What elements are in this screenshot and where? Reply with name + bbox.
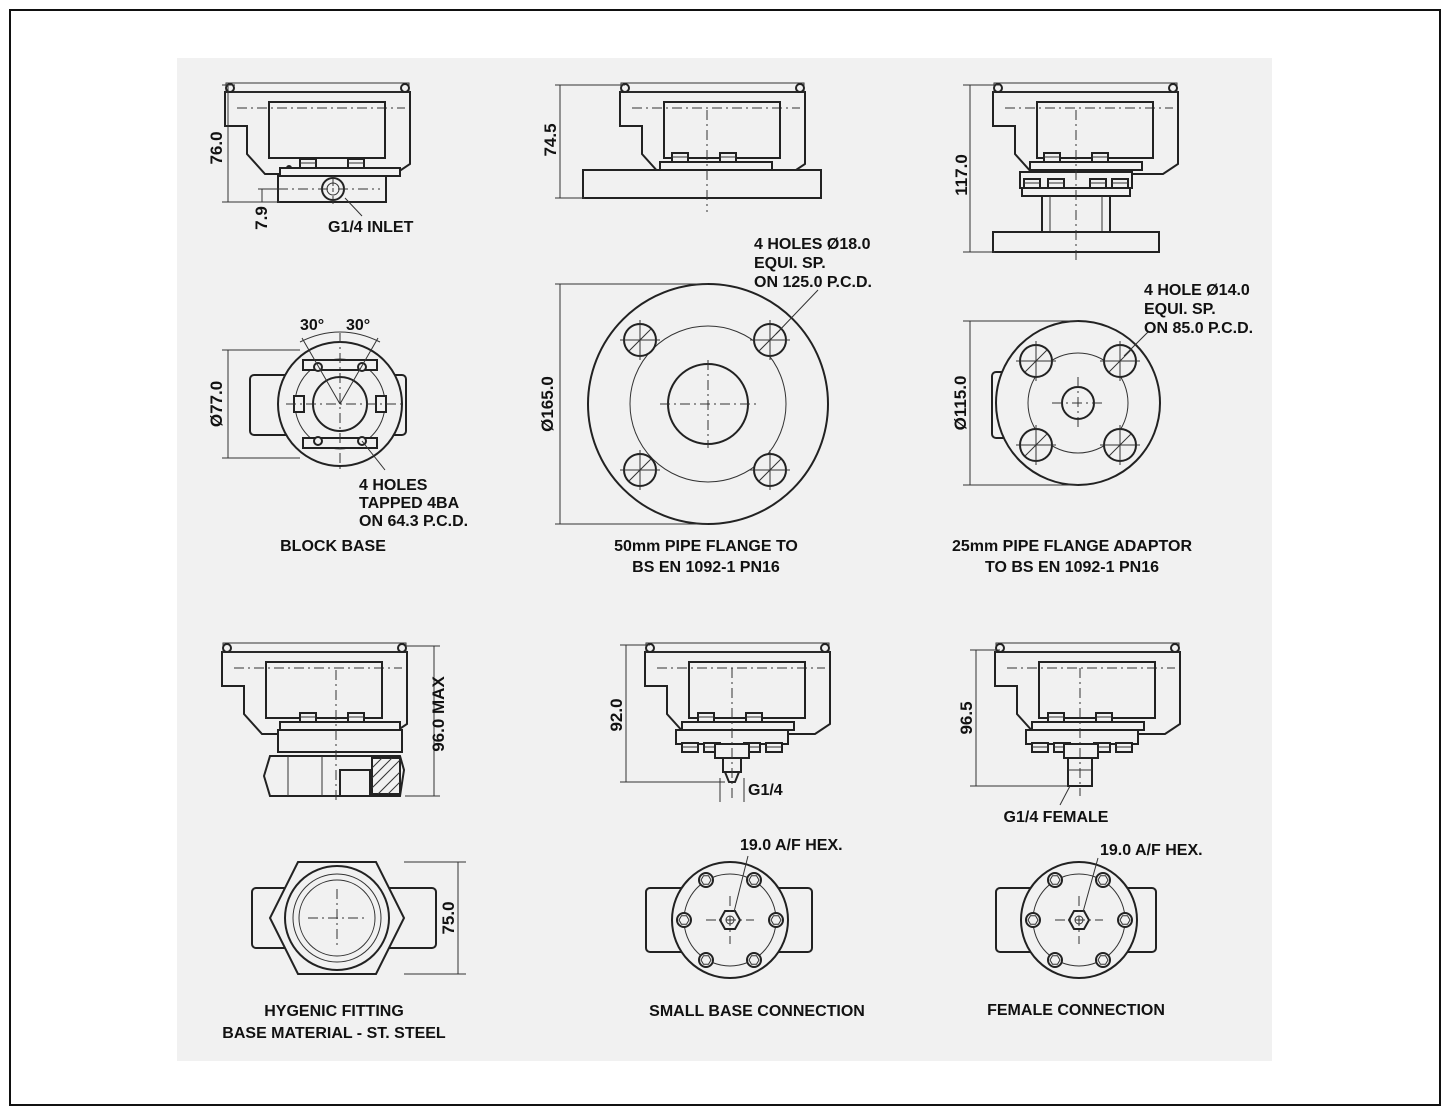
block-dia-dim: Ø77.0 <box>207 381 226 427</box>
female-caption: FEMALE CONNECTION <box>987 1002 1165 1019</box>
block-offset-dim: 7.9 <box>252 206 271 230</box>
adaptor25-holes-line-3: ON 85.0 P.C.D. <box>1144 320 1253 337</box>
hygenic-caption-line-2: BASE MATERIAL - ST. STEEL <box>222 1025 446 1042</box>
adaptor25-holes-line-1: 4 HOLE Ø14.0 <box>1144 282 1250 299</box>
flange50-face-view <box>555 283 829 525</box>
angle-left: 30° <box>300 317 324 334</box>
flange50-caption-line-1: 50mm PIPE FLANGE TO <box>614 538 798 555</box>
flange50-holes-line-3: ON 125.0 P.C.D. <box>754 274 872 291</box>
block-base-caption: BLOCK BASE <box>280 538 386 555</box>
flange50-caption-line-2: BS EN 1092-1 PN16 <box>632 559 780 576</box>
hygenic-caption-line-1: HYGENIC FITTING <box>264 1003 404 1020</box>
small-height-dim: 92.0 <box>607 698 626 731</box>
small-base-caption: SMALL BASE CONNECTION <box>649 1003 865 1020</box>
block-base-side-view <box>222 82 411 217</box>
block-holes-line-3: ON 64.3 P.C.D. <box>359 513 468 530</box>
female-side-view <box>970 642 1181 806</box>
hex-small-label: 19.0 A/F HEX. <box>740 837 843 854</box>
hygenic-bottom-view <box>251 861 466 975</box>
adaptor25-side-view <box>963 82 1179 262</box>
g14-label: G1/4 <box>748 782 783 799</box>
flange50-height-dim: 74.5 <box>541 123 560 156</box>
adaptor25-caption-line-2: TO BS EN 1092-1 PN16 <box>985 559 1159 576</box>
block-holes-callout: 4 HOLES TAPPED 4BA ON 64.3 P.C.D. <box>359 477 468 530</box>
female-bottom-view <box>995 857 1157 979</box>
block-holes-line-1: 4 HOLES <box>359 477 428 494</box>
flange50-dia-dim: Ø165.0 <box>538 376 557 432</box>
adaptor25-face-view <box>963 320 1161 486</box>
small-base-bottom-view <box>645 855 813 979</box>
female-height-dim: 96.5 <box>957 701 976 734</box>
hygenic-width-dim: 75.0 <box>439 901 458 934</box>
adaptor25-dia-dim: Ø115.0 <box>951 376 970 431</box>
block-base-bottom-view <box>222 331 407 472</box>
g14-female-label: G1/4 FEMALE <box>1004 809 1109 826</box>
block-height-dim: 76.0 <box>207 131 226 164</box>
hygenic-height-dim: 96.0 MAX <box>429 676 448 752</box>
block-holes-line-2: TAPPED 4BA <box>359 495 460 512</box>
adaptor25-caption-line-1: 25mm PIPE FLANGE ADAPTOR <box>952 538 1192 555</box>
flange50-holes-callout: 4 HOLES Ø18.0 EQUI. SP. ON 125.0 P.C.D. <box>754 236 872 291</box>
small-base-side-view <box>620 642 831 802</box>
angle-right: 30° <box>346 317 370 334</box>
hygenic-side-view <box>221 642 440 800</box>
adaptor25-height-dim: 117.0 <box>952 154 971 196</box>
inlet-label: G1/4 INLET <box>328 219 414 236</box>
adaptor25-holes-line-2: EQUI. SP. <box>1144 301 1216 318</box>
hex-female-label: 19.0 A/F HEX. <box>1100 842 1203 859</box>
flange50-holes-line-2: EQUI. SP. <box>754 255 826 272</box>
flange50-side-view <box>555 82 822 212</box>
flange50-holes-line-1: 4 HOLES Ø18.0 <box>754 236 871 253</box>
adaptor25-holes-callout: 4 HOLE Ø14.0 EQUI. SP. ON 85.0 P.C.D. <box>1144 282 1253 337</box>
